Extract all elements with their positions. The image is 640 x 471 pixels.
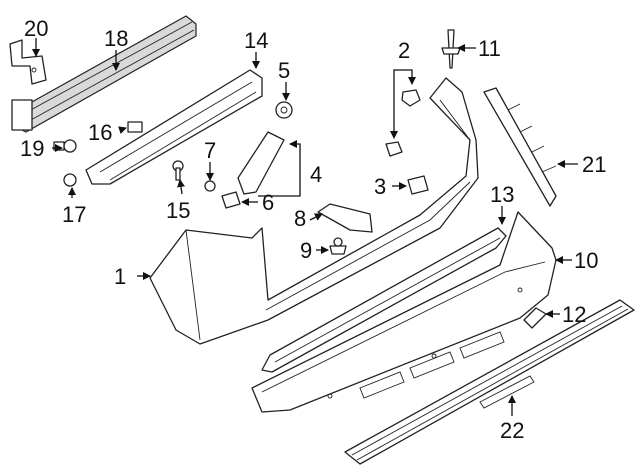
leader-lines xyxy=(32,38,578,416)
callout-19: 19 xyxy=(20,136,44,161)
part-3-bracket-clip xyxy=(407,175,429,195)
callout-7: 7 xyxy=(204,138,216,163)
part-4-side-bracket xyxy=(237,131,285,195)
part-22-step-pad xyxy=(344,299,635,465)
part-10-lower-valance xyxy=(251,211,557,413)
part-8-mounting-bracket xyxy=(317,203,373,233)
callout-10: 10 xyxy=(574,248,598,273)
callout-20: 20 xyxy=(24,16,48,41)
part-6-clip xyxy=(221,191,241,209)
callout-1: 1 xyxy=(114,264,126,289)
part-19-nut xyxy=(53,139,77,153)
part-20-bracket xyxy=(9,39,47,85)
part-5-nut xyxy=(275,101,293,119)
part-17-bolt xyxy=(63,173,77,187)
part-14-energy-absorber xyxy=(85,69,263,185)
part-11-push-pin xyxy=(441,29,461,69)
part-15-bolt xyxy=(172,160,184,181)
callout-9: 9 xyxy=(300,238,312,263)
callout-12: 12 xyxy=(562,302,586,327)
callout-5: 5 xyxy=(278,58,290,83)
part-21-side-molding xyxy=(483,87,557,207)
part-1-bumper-cover xyxy=(149,77,479,345)
part-7-screw xyxy=(204,180,216,192)
part-13-molding xyxy=(261,227,507,373)
part-16-clip xyxy=(127,121,143,133)
callout-18: 18 xyxy=(104,26,128,51)
callout-labels: 1 2 3 4 5 6 7 8 9 10 11 12 13 14 15 16 1… xyxy=(20,16,606,443)
callout-22: 22 xyxy=(500,418,524,443)
callout-3: 3 xyxy=(374,174,386,199)
callout-2: 2 xyxy=(398,38,410,63)
callout-13: 13 xyxy=(490,182,514,207)
callout-16: 16 xyxy=(88,120,112,145)
callout-6: 6 xyxy=(262,190,274,215)
callout-8: 8 xyxy=(294,206,306,231)
callout-17: 17 xyxy=(62,202,86,227)
part-2-clips xyxy=(385,89,421,157)
callout-4: 4 xyxy=(310,162,322,187)
callout-14: 14 xyxy=(244,28,268,53)
part-9-bolt xyxy=(329,237,347,255)
callout-15: 15 xyxy=(166,198,190,223)
callout-11: 11 xyxy=(478,36,501,61)
part-18-impact-bar xyxy=(11,15,197,133)
callout-21: 21 xyxy=(582,152,606,177)
